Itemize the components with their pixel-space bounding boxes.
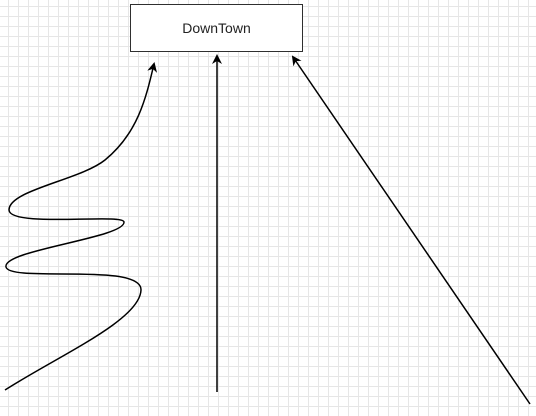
- downtown-node[interactable]: DownTown: [130, 4, 303, 52]
- downtown-node-label: DownTown: [182, 20, 251, 36]
- wavy-connector[interactable]: [4, 62, 158, 391]
- diagonal-connector[interactable]: [291, 55, 531, 405]
